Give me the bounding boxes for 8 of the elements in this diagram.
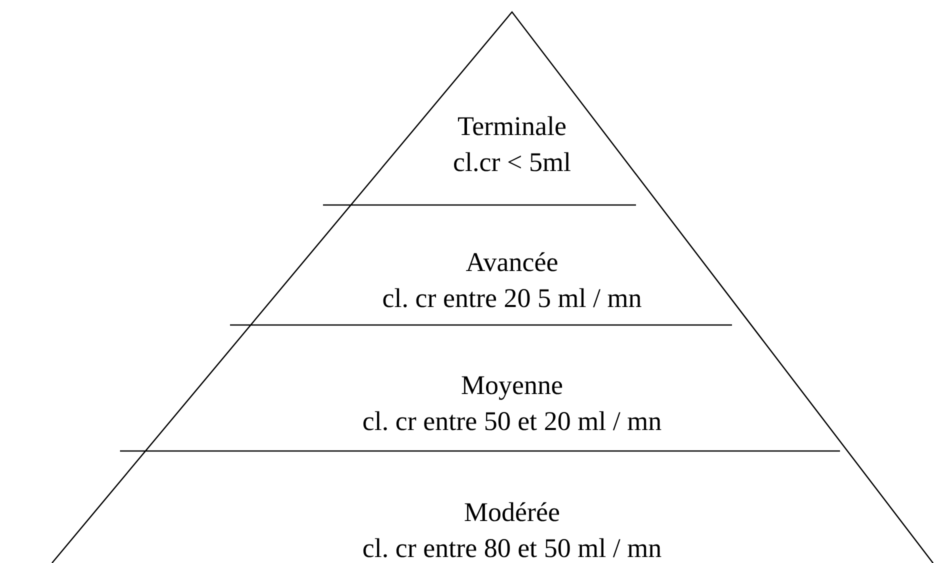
tier-name: Terminale [457, 110, 567, 143]
tier-criterion: cl. cr entre 50 et 20 ml / mn [362, 405, 662, 438]
tier-name: Moyenne [461, 369, 563, 402]
tier-name: Modérée [464, 496, 560, 529]
tier-criterion: cl. cr entre 80 et 50 ml / mn [362, 532, 662, 563]
tier-criterion: cl. cr entre 20 5 ml / mn [382, 282, 642, 315]
tier-name: Avancée [466, 246, 558, 279]
tier-criterion: cl.cr < 5ml [453, 146, 571, 179]
